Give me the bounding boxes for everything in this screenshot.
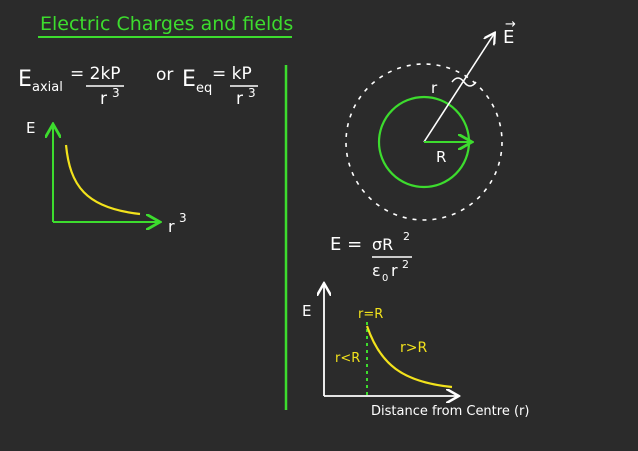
graph-left-y-label: E [26, 119, 35, 137]
graph-dipole-field: E r 3 [26, 119, 187, 236]
formula-sphere-numerator: σR [372, 235, 393, 254]
formula-eq-subscript: eq [196, 81, 212, 96]
formula-eq-E: E [182, 67, 196, 92]
r-marker-squiggle [451, 77, 477, 87]
formula-sphere-epsilon: ε [372, 261, 381, 280]
formula-sphere-den-exponent: 2 [402, 258, 409, 271]
graph-right-x-label: Distance from Centre (r) [371, 404, 529, 419]
formula-sphere-den-r: r [391, 261, 398, 280]
formula-axial-denominator: r [100, 89, 107, 109]
formula-axial: E axial = 2kP r 3 [18, 64, 124, 109]
gaussian-surface [345, 63, 503, 221]
formula-axial-E: E [18, 67, 32, 92]
formula-sphere-lhs: E = [330, 234, 362, 255]
graph-right-y-label: E [302, 302, 311, 320]
formula-eq-numerator: = kP [212, 64, 252, 84]
formula-axial-subscript: axial [32, 80, 63, 95]
page-title: Electric Charges and fields [40, 13, 293, 35]
graph-sphere-field: E r=R r<R r>R Distance from Centre (r) [302, 285, 529, 419]
graph-left-x-label: r [168, 217, 175, 236]
formula-equatorial: E eq = kP r 3 [182, 64, 258, 109]
formula-eq-denominator: r [236, 89, 243, 109]
field-vector [423, 34, 494, 143]
radius-R-label: R [436, 148, 446, 166]
label-r-equals-R: r=R [358, 307, 383, 322]
formula-or: or [156, 65, 173, 85]
label-r-greater-R: r>R [400, 340, 427, 356]
charged-sphere-diagram: E → R r [345, 17, 516, 221]
radius-r-label: r [431, 79, 438, 97]
label-r-less-R: r<R [335, 351, 360, 366]
graph-left-curve [64, 144, 141, 216]
formula-axial-numerator: = 2kP [70, 64, 121, 84]
formula-sphere-field: E = σR 2 ε 0 r 2 [330, 230, 412, 284]
graph-right-curve [365, 325, 453, 389]
formula-sphere-epsilon-subscript: 0 [382, 273, 388, 284]
field-label: E [503, 27, 514, 48]
formula-sphere-num-exponent: 2 [403, 230, 410, 243]
formula-axial-exponent: 3 [112, 86, 120, 100]
formula-eq-exponent: 3 [248, 86, 256, 100]
graph-left-x-exponent: 3 [179, 211, 187, 225]
field-arrow-symbol: → [505, 17, 516, 32]
